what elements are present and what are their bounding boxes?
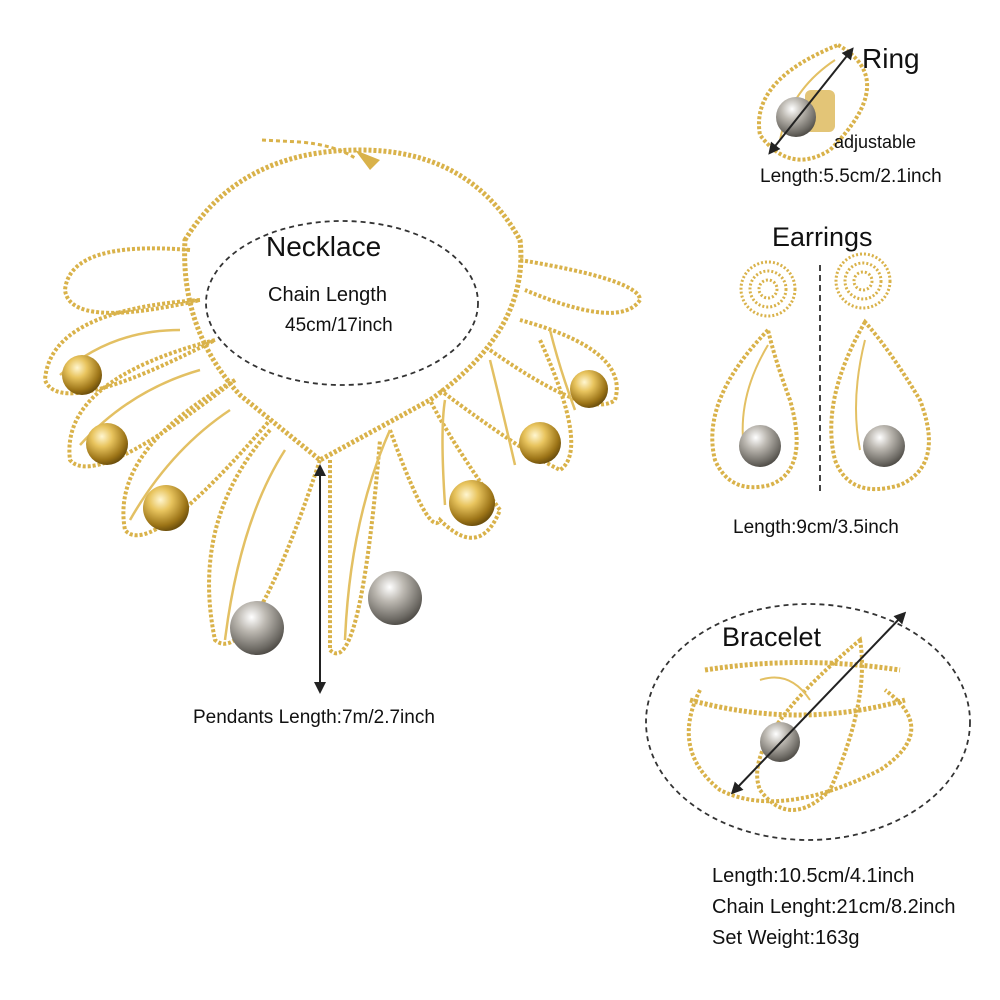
necklace-ball (519, 422, 561, 464)
necklace-ball (230, 601, 284, 655)
necklace-ball (368, 571, 422, 625)
necklace-ball (143, 485, 189, 531)
bracelet-length: Length:10.5cm/4.1inch (712, 865, 915, 887)
necklace-clasp (355, 150, 380, 170)
necklace-image (42, 138, 643, 656)
earrings-length: Length:9cm/3.5inch (733, 517, 899, 538)
bracelet-chain-length: Chain Lenght:21cm/8.2inch (712, 896, 956, 918)
necklace-title: Necklace (266, 231, 382, 262)
necklace-ball (570, 370, 608, 408)
ring-title: Ring (862, 43, 920, 74)
bracelet-title: Bracelet (722, 622, 822, 652)
necklace-ball (449, 480, 495, 526)
bracelet-length-arrow (730, 611, 907, 795)
earring-right (829, 252, 931, 492)
ring-adjustable-note: adjustable (834, 132, 917, 152)
necklace-pendants-length: Pendants Length:7m/2.7inch (193, 707, 435, 728)
necklace-extender (261, 138, 356, 160)
necklace-chain (182, 147, 524, 463)
necklace-ball (86, 423, 128, 465)
earrings-image (710, 252, 931, 495)
bracelet-image (686, 636, 914, 812)
necklace-chain-length-value: 45cm/17inch (285, 315, 393, 336)
bracelet-label-outline (645, 603, 971, 841)
ring-length: Length:5.5cm/2.1inch (760, 166, 942, 187)
set-weight: Set Weight:163g (712, 927, 860, 949)
necklace-label-outline (205, 220, 479, 386)
necklace-ball (62, 355, 102, 395)
ring-length-arrow (768, 47, 854, 155)
earring-left (710, 260, 799, 490)
necklace-chain-length-label: Chain Length (268, 284, 387, 306)
earrings-title: Earrings (772, 222, 873, 252)
